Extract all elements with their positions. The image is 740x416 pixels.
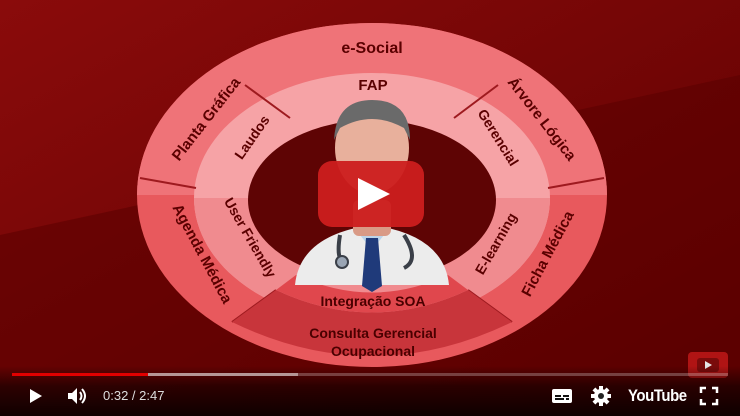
label-integracao-soa: Integração SOA xyxy=(320,293,425,309)
control-bar: 0:32 / 2:47 xyxy=(0,366,740,416)
fullscreen-button[interactable] xyxy=(695,380,723,412)
label-ocupacional: Ocupacional xyxy=(331,343,415,359)
mute-button[interactable] xyxy=(60,380,94,412)
time-separator: / xyxy=(128,388,140,403)
label-consulta-gerencial: Consulta Gerencial xyxy=(309,325,437,341)
duration: 2:47 xyxy=(139,388,165,403)
play-icon xyxy=(358,178,390,210)
gear-icon xyxy=(591,386,611,406)
progress-played xyxy=(12,373,149,376)
progress-buffered xyxy=(12,373,299,376)
big-play-button[interactable] xyxy=(318,161,424,227)
settings-button[interactable] xyxy=(588,380,614,412)
play-icon xyxy=(30,389,42,403)
time-display: 0:32 / 2:47 xyxy=(103,380,164,412)
subtitles-icon xyxy=(552,389,572,403)
play-button[interactable] xyxy=(18,380,52,412)
progress-bar[interactable] xyxy=(12,373,728,376)
label-fap: FAP xyxy=(358,77,387,94)
label-e-social: e-Social xyxy=(341,40,402,57)
volume-icon xyxy=(68,388,86,404)
youtube-brand-text: YouTube xyxy=(628,386,687,405)
youtube-logo-button[interactable]: YouTube xyxy=(628,380,695,412)
current-time: 0:32 xyxy=(103,388,129,403)
fullscreen-icon xyxy=(699,386,719,406)
subtitles-button[interactable] xyxy=(548,380,576,412)
